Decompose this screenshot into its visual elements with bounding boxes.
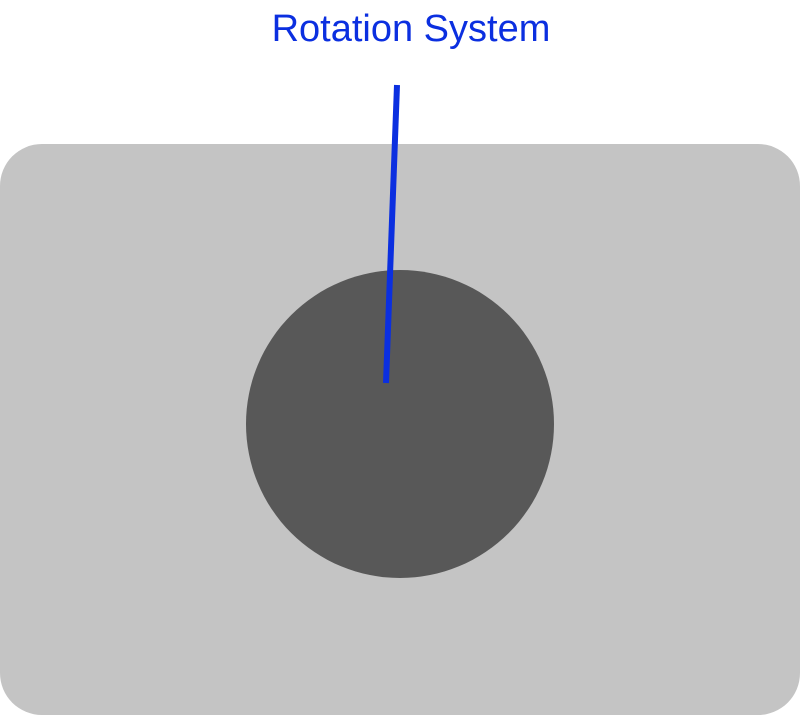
callout-leader-line: [383, 84, 400, 384]
rotation-disc: [246, 270, 554, 578]
callout-label: Rotation System: [272, 8, 551, 50]
